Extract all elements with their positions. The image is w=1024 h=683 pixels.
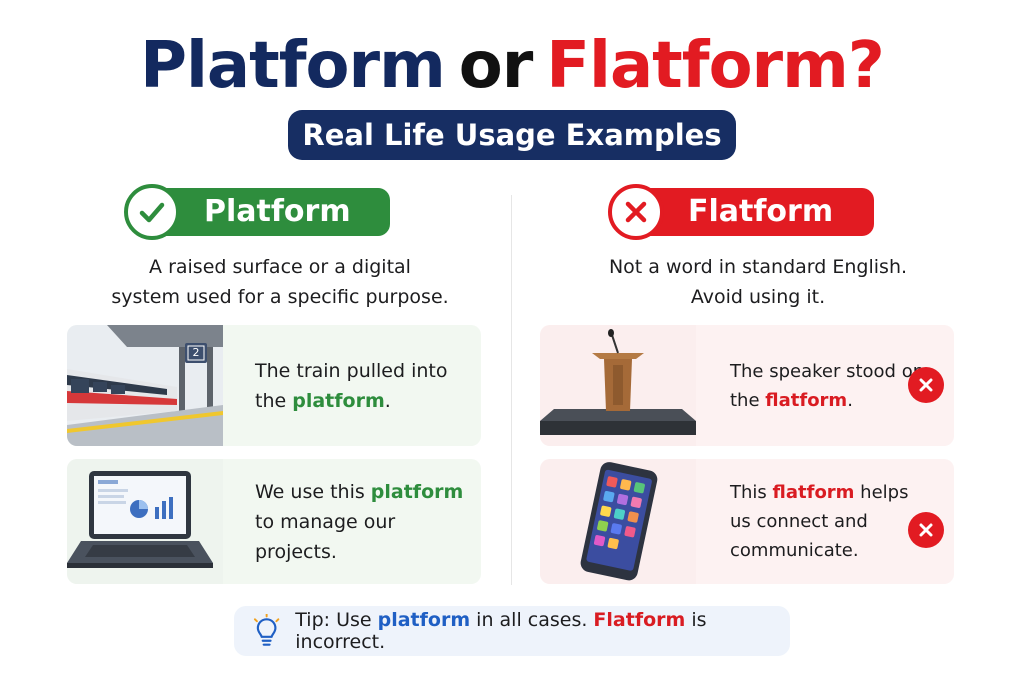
title-word-flatform: Flatform? bbox=[546, 29, 885, 103]
correct-label: Platform bbox=[150, 188, 390, 236]
tip-highlight-flatform: Flatform bbox=[593, 609, 686, 631]
example-text: helps us connect and communicate. bbox=[730, 482, 909, 561]
incorrect-example-text: This flatform helps us connect and commu… bbox=[730, 459, 926, 584]
correct-description-line: system used for a specific purpose. bbox=[111, 286, 449, 308]
incorrect-label: Flatform bbox=[634, 188, 874, 236]
incorrect-description: Not a word in standard English. Avoid us… bbox=[548, 252, 968, 312]
tip-highlight-platform: platform bbox=[377, 609, 471, 631]
correct-example-text: The train pulled into the platform. bbox=[255, 325, 475, 446]
lightbulb-icon bbox=[253, 614, 280, 646]
highlight-word: flatform bbox=[765, 389, 848, 411]
tip-text-part: in all cases. bbox=[470, 609, 594, 631]
tip-bar: Tip: Use platform in all cases. Flatform… bbox=[234, 606, 790, 656]
example-text: . bbox=[384, 389, 391, 412]
example-text: The train pulled into the bbox=[255, 359, 448, 412]
smartphone-illustration bbox=[540, 459, 696, 584]
platform-number-sign: 2 bbox=[192, 346, 200, 359]
correct-example-text: We use this platform to manage our proje… bbox=[255, 459, 475, 584]
title-word-platform: Platform bbox=[140, 29, 446, 103]
highlight-word: flatform bbox=[772, 482, 855, 503]
example-text: to manage our projects. bbox=[255, 510, 396, 563]
tip-text-part: Tip: Use bbox=[295, 609, 378, 631]
incorrect-description-line: Avoid using it. bbox=[690, 286, 826, 308]
title-word-or: or bbox=[458, 29, 534, 103]
incorrect-example-card: The speaker stood on the flatform. bbox=[540, 325, 954, 446]
incorrect-x-icon bbox=[908, 512, 944, 548]
train-station-illustration bbox=[67, 325, 223, 446]
podium-illustration bbox=[540, 325, 696, 446]
correct-example-card: We use this platform to manage our proje… bbox=[67, 459, 481, 584]
correct-example-card: The train pulled into the platform. 2 bbox=[67, 325, 481, 446]
cross-icon bbox=[608, 184, 664, 240]
example-text: We use this bbox=[255, 480, 371, 503]
incorrect-example-text: The speaker stood on the flatform. bbox=[730, 325, 926, 446]
subtitle-banner: Real Life Usage Examples bbox=[288, 110, 736, 160]
correct-description-line: A raised surface or a digital bbox=[149, 256, 411, 278]
incorrect-x-icon bbox=[908, 367, 944, 403]
correct-description: A raised surface or a digital system use… bbox=[70, 252, 490, 312]
column-divider bbox=[511, 195, 512, 585]
incorrect-example-card: This flatform helps us connect and commu… bbox=[540, 459, 954, 584]
incorrect-description-line: Not a word in standard English. bbox=[608, 256, 908, 278]
laptop-illustration bbox=[67, 459, 223, 584]
tip-text-part: is incorrect. bbox=[295, 609, 707, 653]
tip-text: Tip: Use platform in all cases. Flatform… bbox=[295, 609, 790, 653]
example-text: This bbox=[730, 482, 773, 503]
highlight-word: platform bbox=[370, 480, 464, 503]
highlight-word: platform bbox=[292, 389, 385, 412]
example-text: . bbox=[847, 389, 853, 411]
incorrect-header: Flatform bbox=[608, 184, 874, 240]
correct-header: Platform bbox=[124, 184, 390, 240]
checkmark-icon bbox=[124, 184, 180, 240]
example-text: The speaker stood on the bbox=[730, 360, 925, 411]
